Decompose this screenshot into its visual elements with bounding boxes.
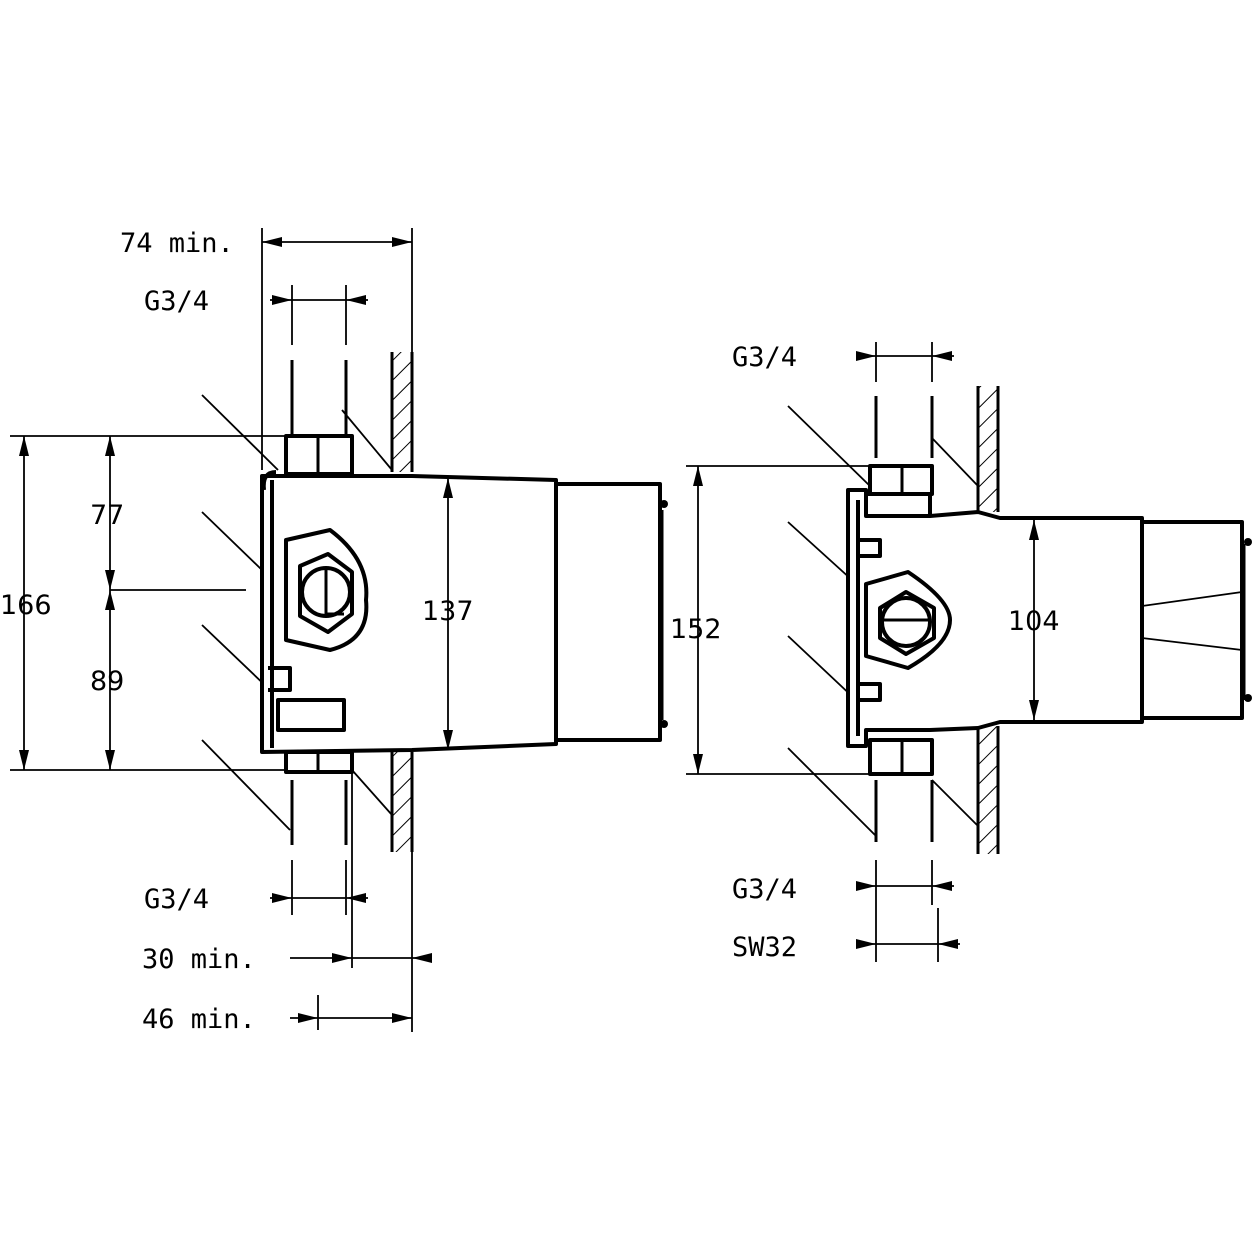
left-valve-body [110,434,668,774]
right-wrench-size-label: SW32 [732,932,797,963]
left-thread-bottom-label: G3/4 [144,884,209,915]
left-leaders [201,394,393,831]
right-leaders [787,405,979,837]
left-height-lower-label: 89 [90,666,124,697]
right-thread-bottom-label: G3/4 [732,874,797,905]
left-thread-top-label: G3/4 [144,286,209,317]
left-wall [261,228,414,1032]
right-height-total-label: 152 [670,614,722,645]
right-height-body-label: 104 [1008,606,1060,637]
left-height-body-label: 137 [422,596,474,627]
right-dimensions [686,351,1039,949]
left-height-total-label: 166 [0,590,52,621]
right-thread-top-label: G3/4 [732,342,797,373]
left-depth-30-label: 30 min. [142,944,256,975]
right-view: G3/4 152 104 G3/4 SW32 [670,342,1252,963]
left-dimensions [10,237,453,1023]
right-pipes [874,342,939,962]
left-view: 74 min. G3/4 166 77 89 137 G3/4 30 min. … [0,228,668,1035]
left-height-upper-label: 77 [90,500,124,531]
left-depth-46-label: 46 min. [142,1004,256,1035]
right-wall [976,386,1000,854]
right-valve-body [846,464,1252,776]
left-dim-top-label: 74 min. [120,228,234,259]
